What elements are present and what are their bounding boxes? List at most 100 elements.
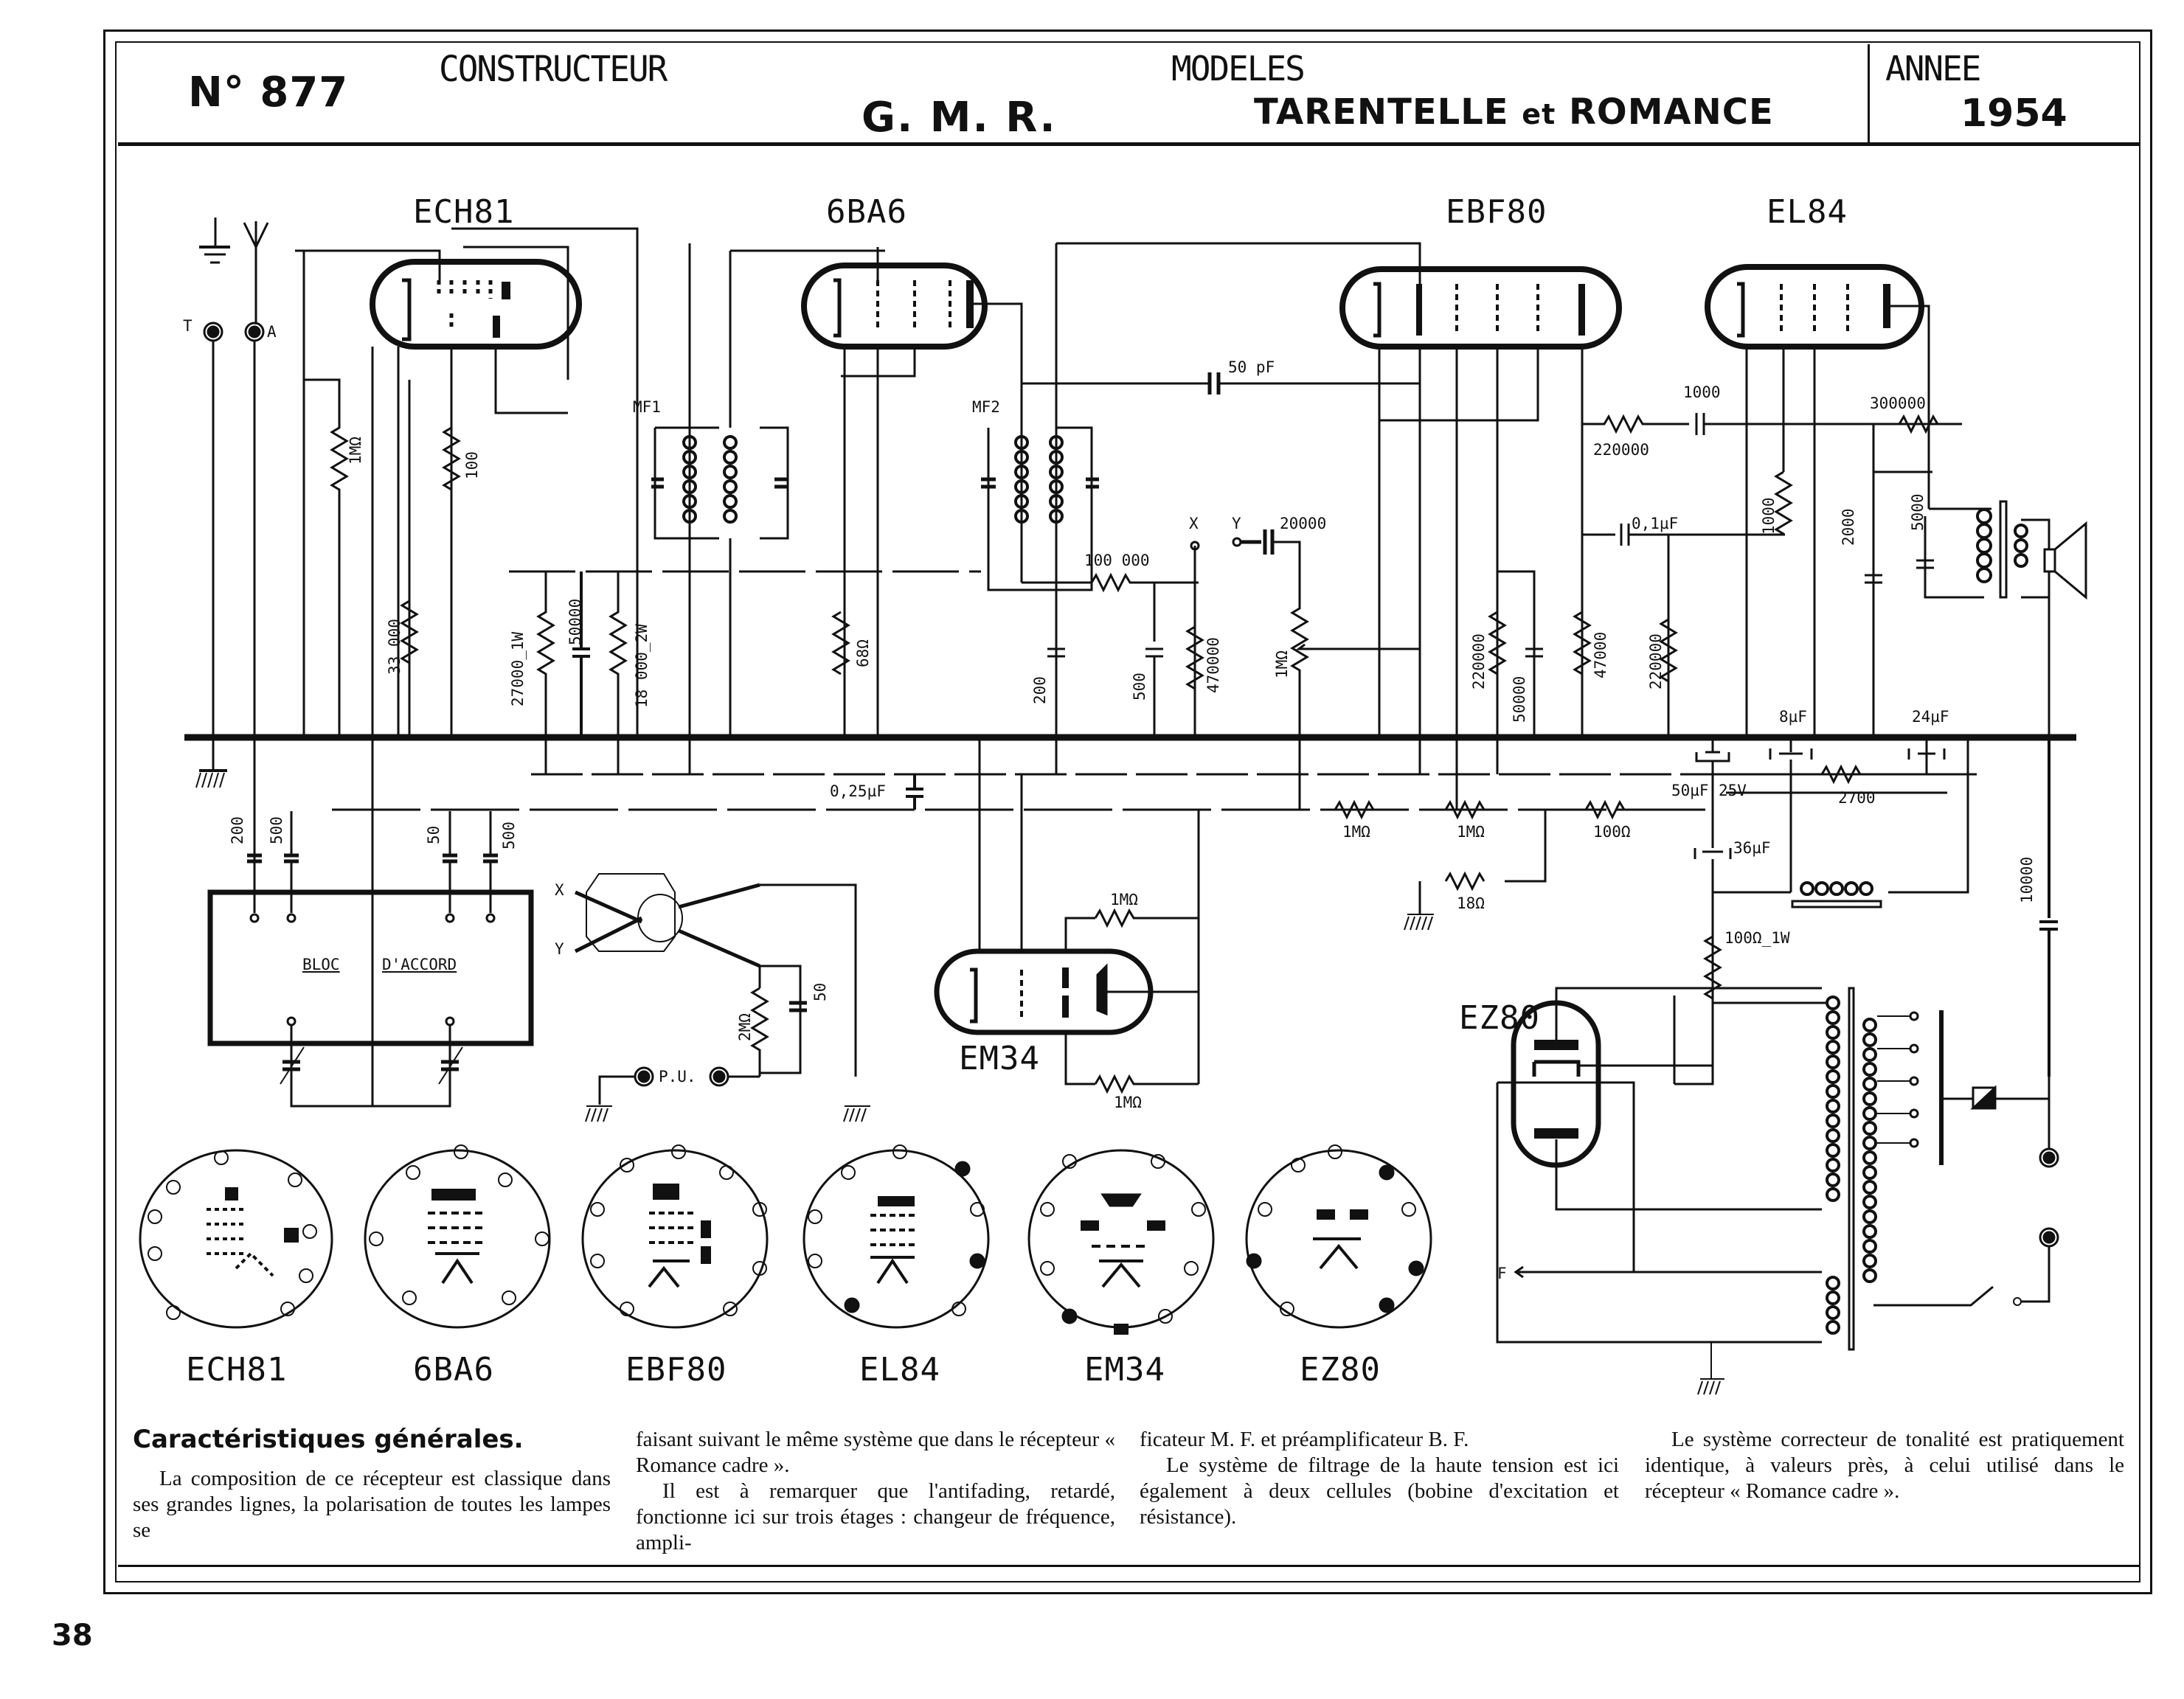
bloc-accord-box [207,889,534,1046]
label-r-68: 68Ω [854,639,872,667]
label-mf2: MF2 [972,398,1000,416]
label-c-2000: 2000 [1840,508,1857,546]
article-col3-paragraph-1: ficateur M. F. et préamplificateur B. F. [1140,1428,1469,1451]
model-romance: ROMANCE [1568,91,1774,133]
tube-base-ech81 [139,1149,333,1329]
article-col1-paragraph: La composition de ce récepteur est class… [133,1467,611,1542]
label-r-100000: 100 000 [1084,552,1150,569]
label-r-18000: 18 000_2W [633,624,651,708]
label-r-220000-ebf80: 220000 [1470,633,1488,689]
label-r-1m-b: 1MΩ [1457,823,1485,841]
constructeur-value: G. M. R. [862,94,1057,142]
label-r-470000: 470000 [1204,637,1222,693]
tube-base-em34 [1027,1149,1215,1335]
label-c-36uf: 36µF [1733,839,1771,857]
tube-base-6ba6 [364,1144,551,1329]
base-label-ech81: ECH81 [186,1351,288,1389]
label-r-1m-a: 1MΩ [1342,823,1370,841]
label-c-200-mf2: 200 [1031,676,1049,704]
label-pu: P.U. [659,1068,696,1085]
schematic-number: N° 877 [188,69,349,117]
article-column-4: Le système correcteur de tonalité est pr… [1645,1427,2124,1504]
label-c-1000: 1000 [1683,383,1721,401]
label-v-25v: 25V [1719,782,1747,799]
label-c-500-bloc: 500 [268,816,285,844]
article-column-2: faisant suivant le même système que dans… [636,1427,1115,1556]
tube-base-el84 [802,1144,990,1329]
label-r-1000-el84: 1000 [1760,497,1778,535]
annee-label: ANNEE [1885,49,1981,88]
base-label-em34: EM34 [1084,1351,1165,1389]
label-c-50uf: 50µF [1671,782,1709,799]
label-c-10000: 10000 [2018,856,2036,903]
label-c-5000: 5000 [1909,493,1927,531]
page-frame-outer [103,29,2152,1594]
transformer-mf2 [981,242,1421,591]
article-col2-paragraph-1: faisant suivant le même système que dans… [636,1428,1115,1477]
power-transformer [1826,987,1877,1351]
article-column-3: ficateur M. F. et préamplificateur B. F.… [1140,1427,1619,1530]
article-column-1: Caractéristiques générales. La compositi… [133,1427,611,1543]
label-pot-1m: 1MΩ [1273,650,1291,678]
label-f: F [1497,1265,1507,1282]
label-r-1m-em34-top: 1MΩ [1110,891,1138,908]
label-c-20000: 20000 [1280,515,1327,532]
label-c-50000: 50000 [566,598,584,645]
label-terminal-t: T [183,317,193,335]
label-c-200-bloc: 200 [229,816,246,844]
tube-base-ebf80 [581,1144,769,1329]
label-r-2m: 2MΩ [736,1013,754,1041]
label-c-24uf: 24µF [1912,708,1949,726]
tube-label-ez80: EZ80 [1459,999,1540,1037]
label-daccord: D'ACCORD [382,956,457,973]
label-r-33000: 33 000 [386,619,403,675]
tube-label-6ba6: 6BA6 [826,193,907,231]
label-c-8uf: 8µF [1779,708,1807,726]
label-r-100ohm-1w: 100Ω_1W [1724,929,1790,947]
model-tarentelle: TARENTELLE [1254,91,1509,133]
label-c-500-bloc-2: 500 [500,821,518,850]
label-c-500-mf2: 500 [1131,673,1148,701]
label-r-2700: 2700 [1838,789,1876,807]
article-title: Caractéristiques générales. [133,1425,524,1454]
page-number: 38 [52,1619,93,1653]
filter-choke [1791,881,1882,908]
annee-value: 1954 [1961,91,2067,136]
chassis-ground-left [195,769,227,788]
voltage-selector [1877,1010,2049,1165]
tube-ech81-envelope [370,259,582,350]
tube-base-ez80 [1245,1144,1432,1329]
article-col3-paragraph-2: Le système de filtrage de la haute tensi… [1140,1453,1619,1529]
label-r-1m-ech81: 1MΩ [347,437,364,465]
antenna-symbol [243,221,269,324]
base-label-6ba6: 6BA6 [413,1351,494,1389]
label-c-50pf: 50 pF [1228,358,1275,376]
tube-label-ebf80: EBF80 [1446,193,1547,231]
earth-symbol [199,218,230,264]
header-divider [118,142,2139,146]
tube-ebf80-envelope [1339,266,1622,350]
label-r-27000: 27000_1W [509,631,527,706]
label-c-01uf: 0,1µF [1632,515,1679,532]
tube-label-em34: EM34 [959,1040,1040,1077]
label-c-50-bloc: 50 [425,825,443,844]
xy-switch [574,873,857,1077]
model-et: et [1522,98,1556,131]
label-switch-y: Y [555,940,564,958]
output-transformer [1976,500,2028,599]
label-r-47000: 47000 [1592,631,1609,678]
tube-6ba6-envelope [801,263,988,350]
footer-divider [118,1565,2139,1567]
transformer-mf1 [651,243,885,774]
header-year-divider [1868,44,1870,142]
speaker-icon [2021,518,2087,600]
mains-switch [2013,1297,2022,1306]
label-switch-x: X [555,881,564,899]
label-mf1: MF1 [633,398,661,416]
label-c-025uf: 0,25µF [830,782,886,800]
label-terminal-x: X [1189,515,1199,532]
modeles-label: MODELES [1171,49,1306,88]
label-c-50000-ebf80: 50000 [1511,675,1528,723]
label-terminal-y: Y [1232,515,1241,532]
